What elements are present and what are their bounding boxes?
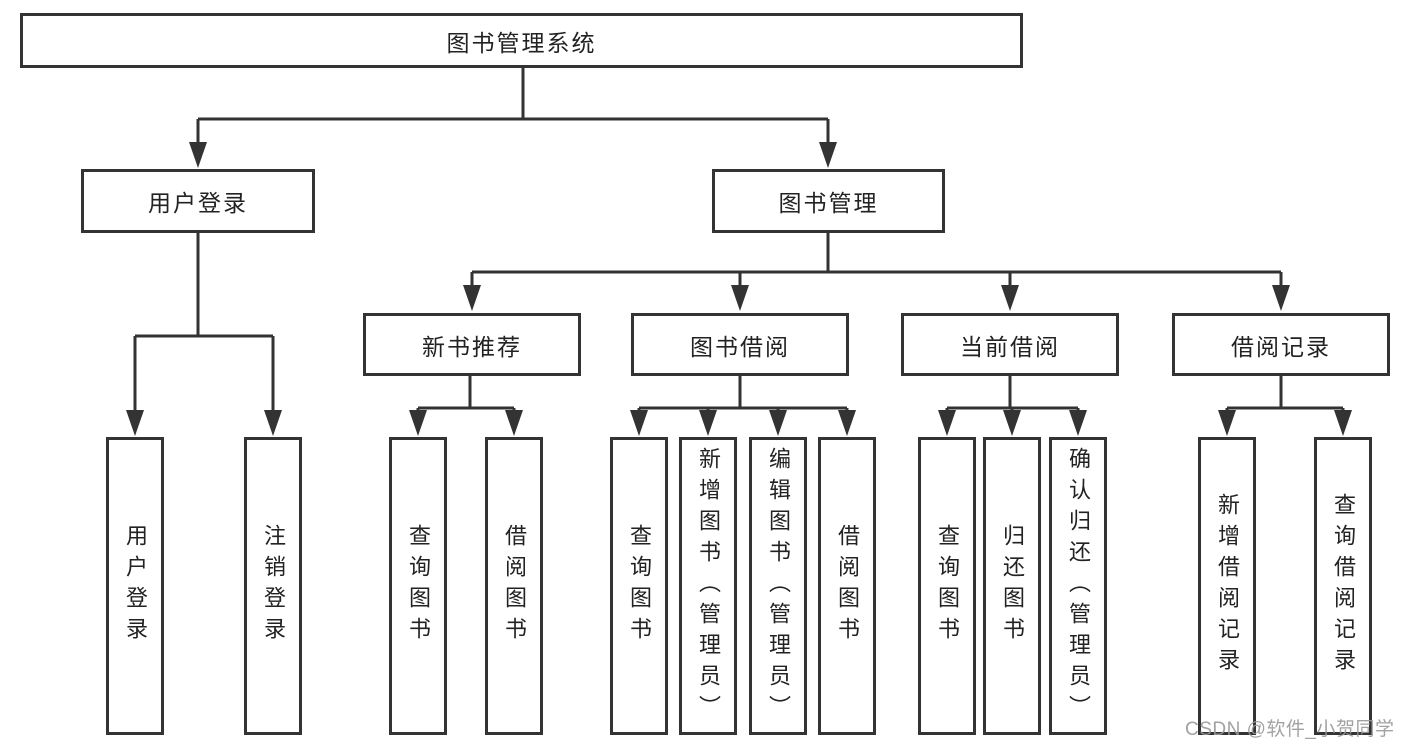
csdn-watermark: CSDN @软件_小贺同学 [1185,719,1395,740]
arrow-down-icon [189,142,207,168]
arrow-down-icon [819,142,837,168]
node-leaf-logout: 注销登录 [244,437,302,735]
node-borrow-records-label: 借阅记录 [1231,333,1331,360]
connector-new-book-rec-to-leaves [416,376,516,412]
node-new-book-rec: 新书推荐 [363,313,581,376]
leaf-label: 新增借阅记录 [1215,493,1240,679]
arrow-down-icon [1001,285,1019,311]
connector-book-mgmt-to-level3 [470,233,1283,287]
node-leaf-bb-query-books: 查询图书 [610,437,668,735]
node-leaf-nbr-query-books: 查询图书 [389,437,447,735]
leaf-label: 归还图书 [1000,524,1025,648]
arrow-down-icon [1003,410,1021,436]
connector-book-borrow-to-leaves [637,376,849,412]
leaf-label: 查询借阅记录 [1331,493,1356,679]
leaf-label: 编辑图书（管理员） [766,446,791,726]
arrow-down-icon [838,410,856,436]
node-user-login-label: 用户登录 [148,190,248,216]
node-current-borrow: 当前借阅 [901,313,1119,376]
arrow-down-icon [1069,410,1087,436]
node-leaf-cb-return-books: 归还图书 [983,437,1041,735]
arrow-down-icon [699,410,717,436]
node-new-book-rec-label: 新书推荐 [422,333,522,360]
node-user-login: 用户登录 [81,169,315,233]
node-book-mgmt-label: 图书管理 [778,190,879,216]
node-leaf-nbr-borrow-books: 借阅图书 [485,437,543,735]
arrow-down-icon [938,410,956,436]
arrow-down-icon [505,410,523,436]
connector-root-to-level2 [196,68,830,146]
node-book-mgmt: 图书管理 [712,169,945,233]
node-root-label: 图书管理系统 [446,29,597,56]
arrow-down-icon [1218,410,1236,436]
arrowheads [126,142,1352,436]
node-root: 图书管理系统 [20,13,1023,68]
node-leaf-bb-borrow-books: 借阅图书 [818,437,876,735]
node-leaf-bb-edit-books-admin: 编辑图书（管理员） [749,437,807,735]
connector-borrow-records-to-leaves [1225,376,1345,412]
node-book-borrow-label: 图书借阅 [690,333,790,360]
arrow-down-icon [126,410,144,436]
node-borrow-records: 借阅记录 [1172,313,1390,376]
connector-current-borrow-to-leaves [945,376,1080,412]
arrow-down-icon [1272,285,1290,311]
leaf-label: 注销登录 [261,524,286,648]
leaf-label: 查询图书 [406,524,431,648]
arrow-down-icon [409,410,427,436]
arrow-down-icon [1334,410,1352,436]
arrow-down-icon [731,285,749,311]
arrow-down-icon [264,410,282,436]
arrow-down-icon [769,410,787,436]
leaf-label: 确认归还（管理员） [1066,446,1091,726]
leaf-label: 借阅图书 [835,524,860,648]
node-leaf-cb-query-books: 查询图书 [918,437,976,735]
leaf-label: 用户登录 [123,524,148,648]
node-leaf-bb-add-books-admin: 新增图书（管理员） [679,437,737,735]
node-book-borrow: 图书借阅 [631,313,849,376]
node-current-borrow-label: 当前借阅 [960,333,1060,360]
node-leaf-user-login: 用户登录 [106,437,164,735]
leaf-label: 查询图书 [935,524,960,648]
leaf-label: 借阅图书 [502,524,527,648]
node-leaf-cb-confirm-return-admin: 确认归还（管理员） [1049,437,1107,735]
arrow-down-icon [463,285,481,311]
connector-user-login-to-leaves [133,233,275,412]
node-leaf-br-add-record: 新增借阅记录 [1198,437,1256,735]
leaf-label: 新增图书（管理员） [696,446,721,726]
arrow-down-icon [630,410,648,436]
leaf-label: 查询图书 [627,524,652,648]
node-leaf-br-query-record: 查询借阅记录 [1314,437,1372,735]
